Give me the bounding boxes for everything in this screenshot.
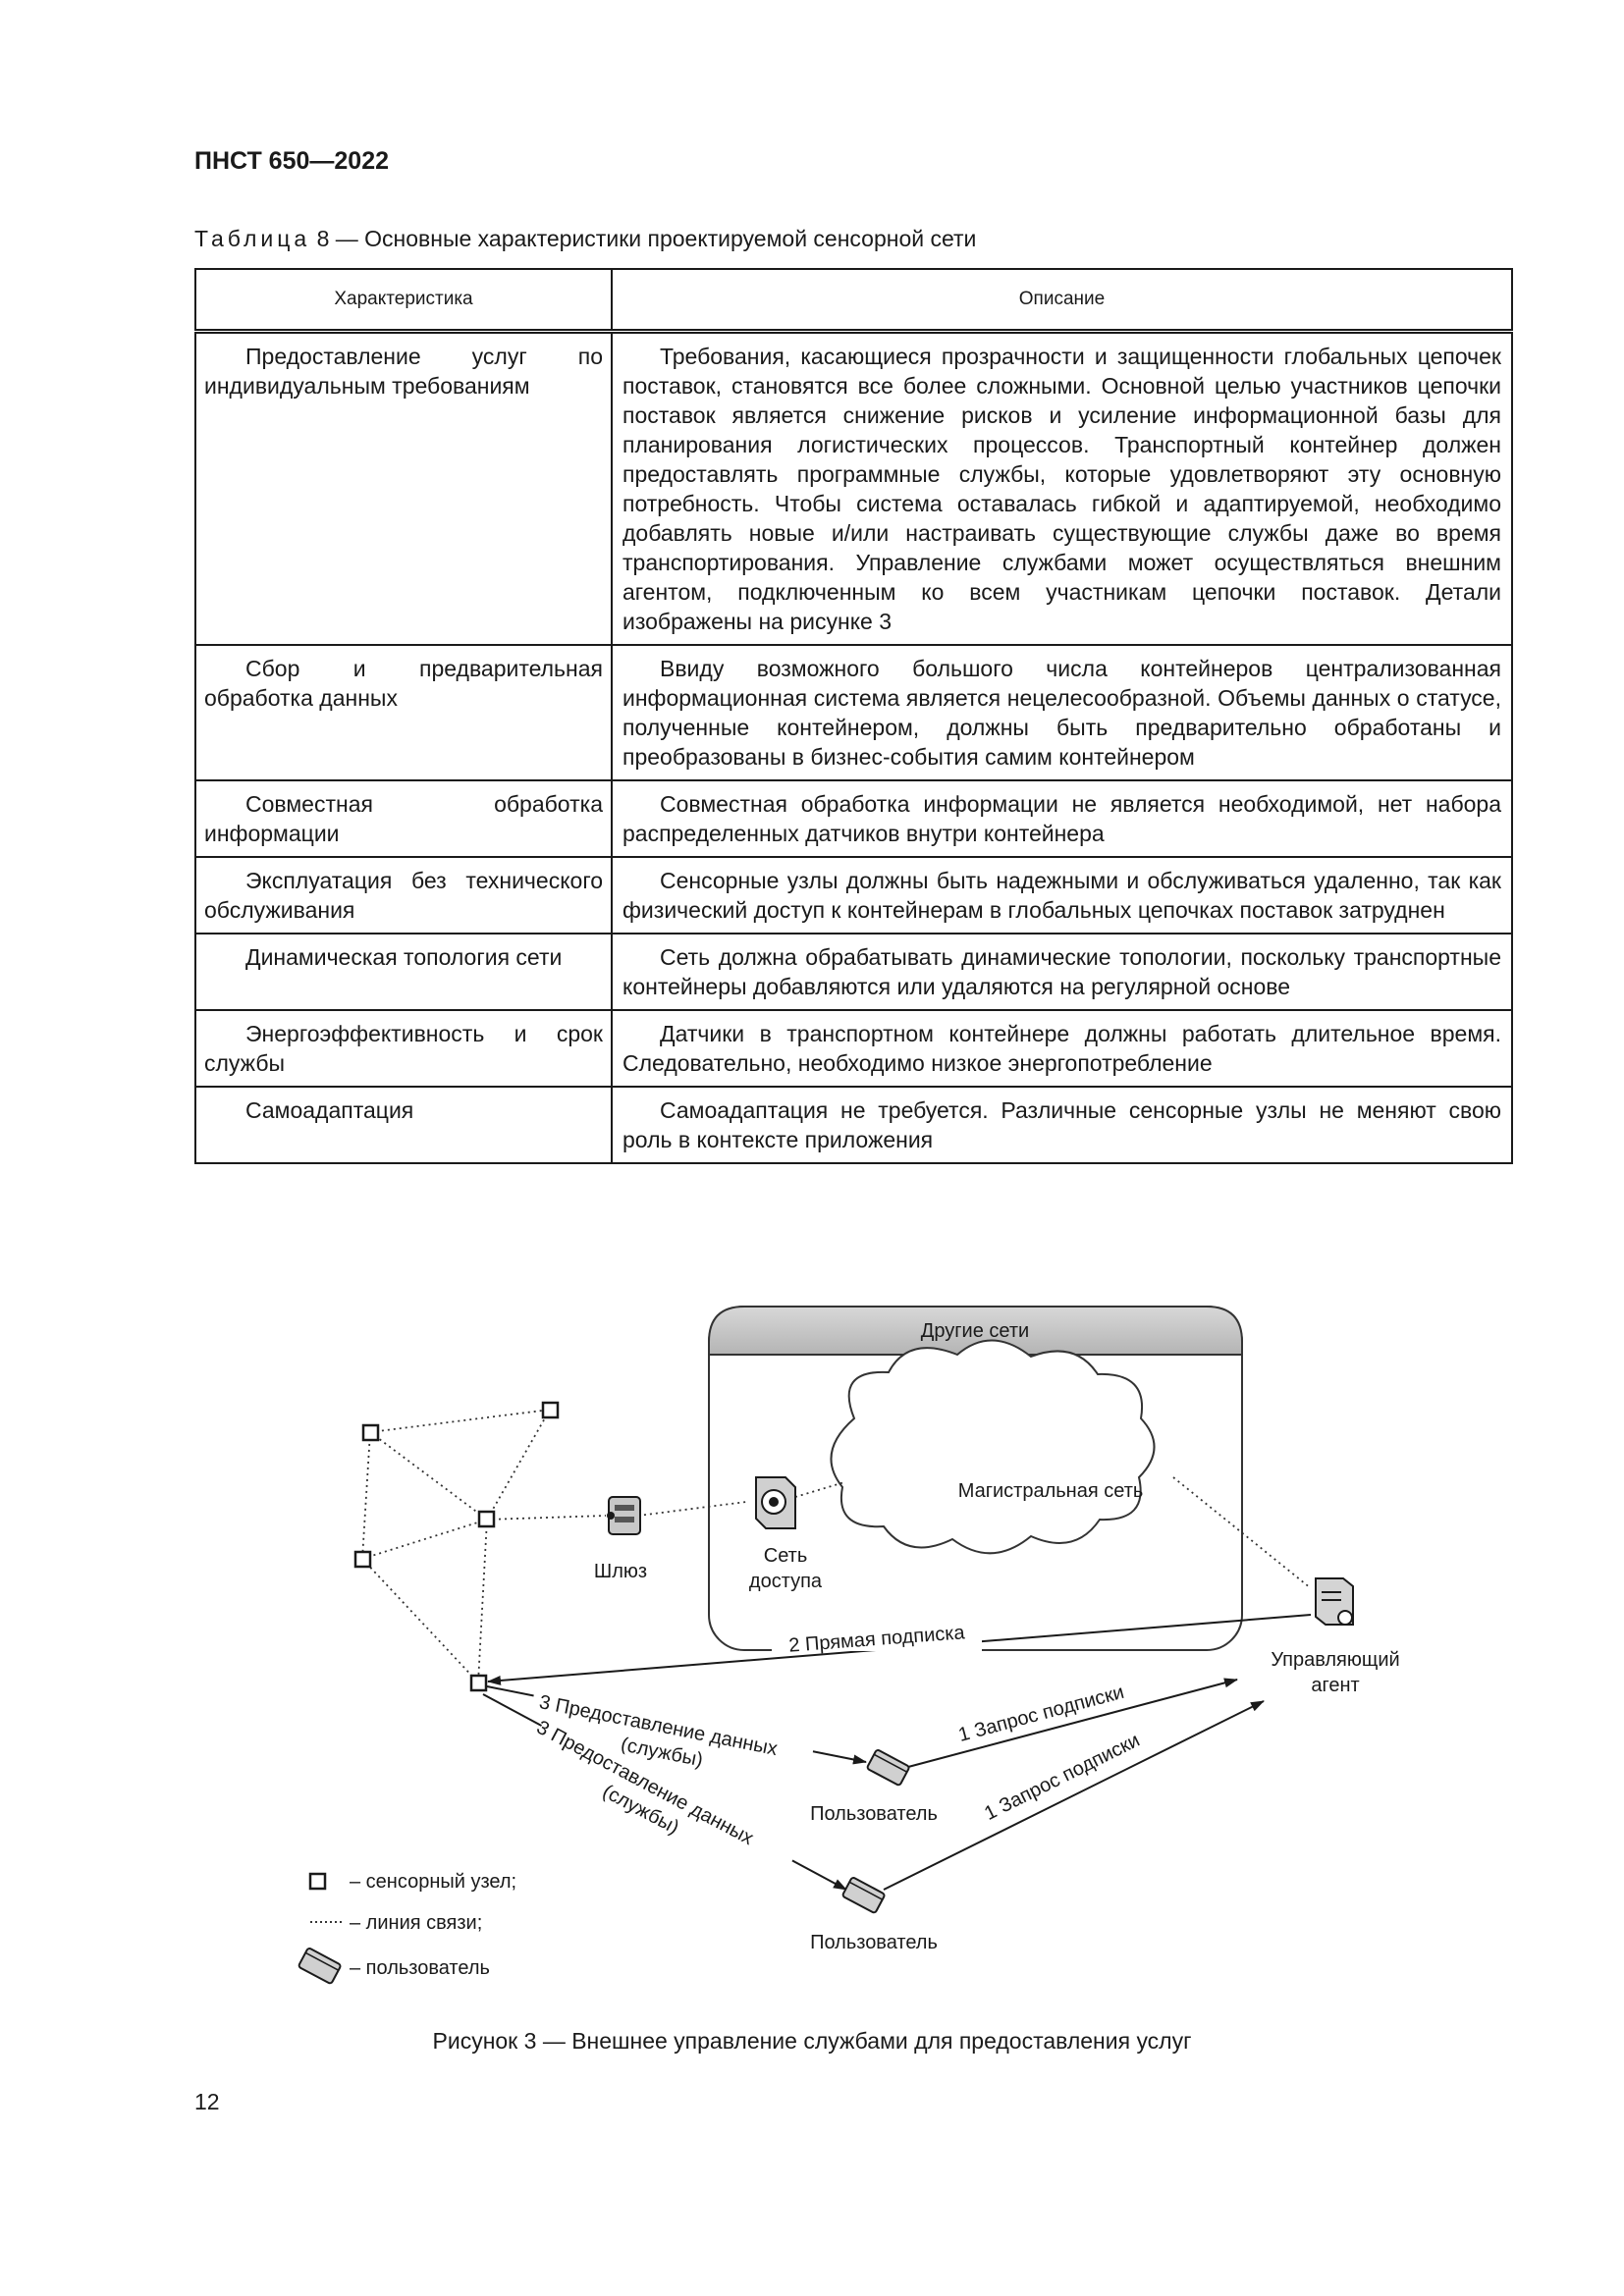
row-description: Ввиду возможного большого числа контейне… xyxy=(611,644,1513,781)
table-header-row: Характеристика Описание xyxy=(194,268,1513,334)
row-description: Сеть должна обрабатывать динамические то… xyxy=(611,933,1513,1011)
user-icon xyxy=(866,1749,910,1787)
legend-link-label: – линия связи; xyxy=(350,1912,482,1934)
sensor-node-icon xyxy=(541,1401,560,1419)
col-header-description: Описание xyxy=(611,268,1513,334)
managing-agent-server-icon xyxy=(1315,1577,1354,1626)
row-characteristic: Сбор и предварительная обработка данных xyxy=(194,644,613,781)
subscription-request-label-lower: 1 Запрос подписки xyxy=(981,1730,1143,1825)
user-icon xyxy=(841,1877,886,1914)
user-label: Пользователь xyxy=(810,1803,938,1825)
row-characteristic: Динамическая топология сети xyxy=(194,933,613,1011)
row-description: Сенсорные узлы должны быть надежными и о… xyxy=(611,856,1513,934)
legend-sensor-label: – сенсорный узел; xyxy=(350,1871,516,1893)
table-row: Энергоэффективность и срок службы Датчик… xyxy=(194,1009,1513,1088)
col-header-characteristic: Характеристика xyxy=(194,268,613,334)
legend-user-label: – пользователь xyxy=(350,1957,490,1979)
link-lines xyxy=(361,1409,1312,1683)
table-row: Совместная обработка информации Совместн… xyxy=(194,779,1513,858)
figure-caption: Рисунок 3 — Внешнее управление службами … xyxy=(432,2028,1192,2054)
table-title: Таблица 8 — Основные характеристики прое… xyxy=(194,226,976,252)
document-code: ПНСТ 650—2022 xyxy=(194,147,389,175)
table-row: Предоставление услуг по индивидуальным т… xyxy=(194,330,1513,646)
table-title-text: 8 — Основные характеристики проектируемо… xyxy=(310,226,977,251)
row-description: Самоадаптация не требуется. Различные се… xyxy=(611,1086,1513,1164)
row-characteristic: Самоадаптация xyxy=(194,1086,613,1164)
other-networks-label: Другие сети xyxy=(921,1320,1029,1342)
gateway-icon xyxy=(607,1496,641,1535)
sensor-node-icon xyxy=(469,1674,488,1692)
row-description: Совместная обработка информации не являе… xyxy=(611,779,1513,858)
characteristics-table: Характеристика Описание Предоставление у… xyxy=(194,268,1513,1164)
backbone-label: Магистральная сеть xyxy=(958,1480,1144,1502)
table-row: Динамическая топология сети Сеть должна … xyxy=(194,933,1513,1011)
gateway-label: Шлюз xyxy=(594,1561,647,1582)
table-row: Самоадаптация Самоадаптация не требуется… xyxy=(194,1086,1513,1164)
table-title-prefix: Таблица xyxy=(194,226,311,251)
row-characteristic: Энергоэффективность и срок службы xyxy=(194,1009,613,1088)
subscription-request-arrow xyxy=(883,1700,1265,1891)
row-characteristic: Совместная обработка информации xyxy=(194,779,613,858)
subscription-request-arrow xyxy=(907,1678,1238,1768)
access-network-label-line1: Сеть xyxy=(764,1545,807,1567)
legend-user-icon xyxy=(298,1948,342,1985)
sensor-node-icon xyxy=(361,1423,380,1442)
managing-agent-label-line1: Управляющий xyxy=(1271,1649,1399,1671)
sensor-node-icon xyxy=(477,1510,496,1528)
table-row: Сбор и предварительная обработка данных … xyxy=(194,644,1513,781)
row-description: Требования, касающиеся прозрачности и за… xyxy=(611,330,1513,646)
sensor-node-icon xyxy=(353,1550,372,1569)
backbone-cloud-icon xyxy=(830,1339,1156,1555)
row-description: Датчики в транспортном контейнере должны… xyxy=(611,1009,1513,1088)
row-characteristic: Предоставление услуг по индивидуальным т… xyxy=(194,330,613,646)
page-number: 12 xyxy=(194,2089,220,2114)
access-network-label-line2: доступа xyxy=(749,1571,823,1592)
access-network-icon xyxy=(755,1476,796,1529)
user-label: Пользователь xyxy=(810,1932,938,1953)
table-row: Эксплуатация без технического обслуживан… xyxy=(194,856,1513,934)
legend-sensor-icon xyxy=(308,1872,327,1891)
managing-agent-label-line2: агент xyxy=(1311,1675,1359,1696)
row-characteristic: Эксплуатация без технического обслуживан… xyxy=(194,856,613,934)
legend: – сенсорный узел; – линия связи; – польз… xyxy=(298,1871,516,1985)
